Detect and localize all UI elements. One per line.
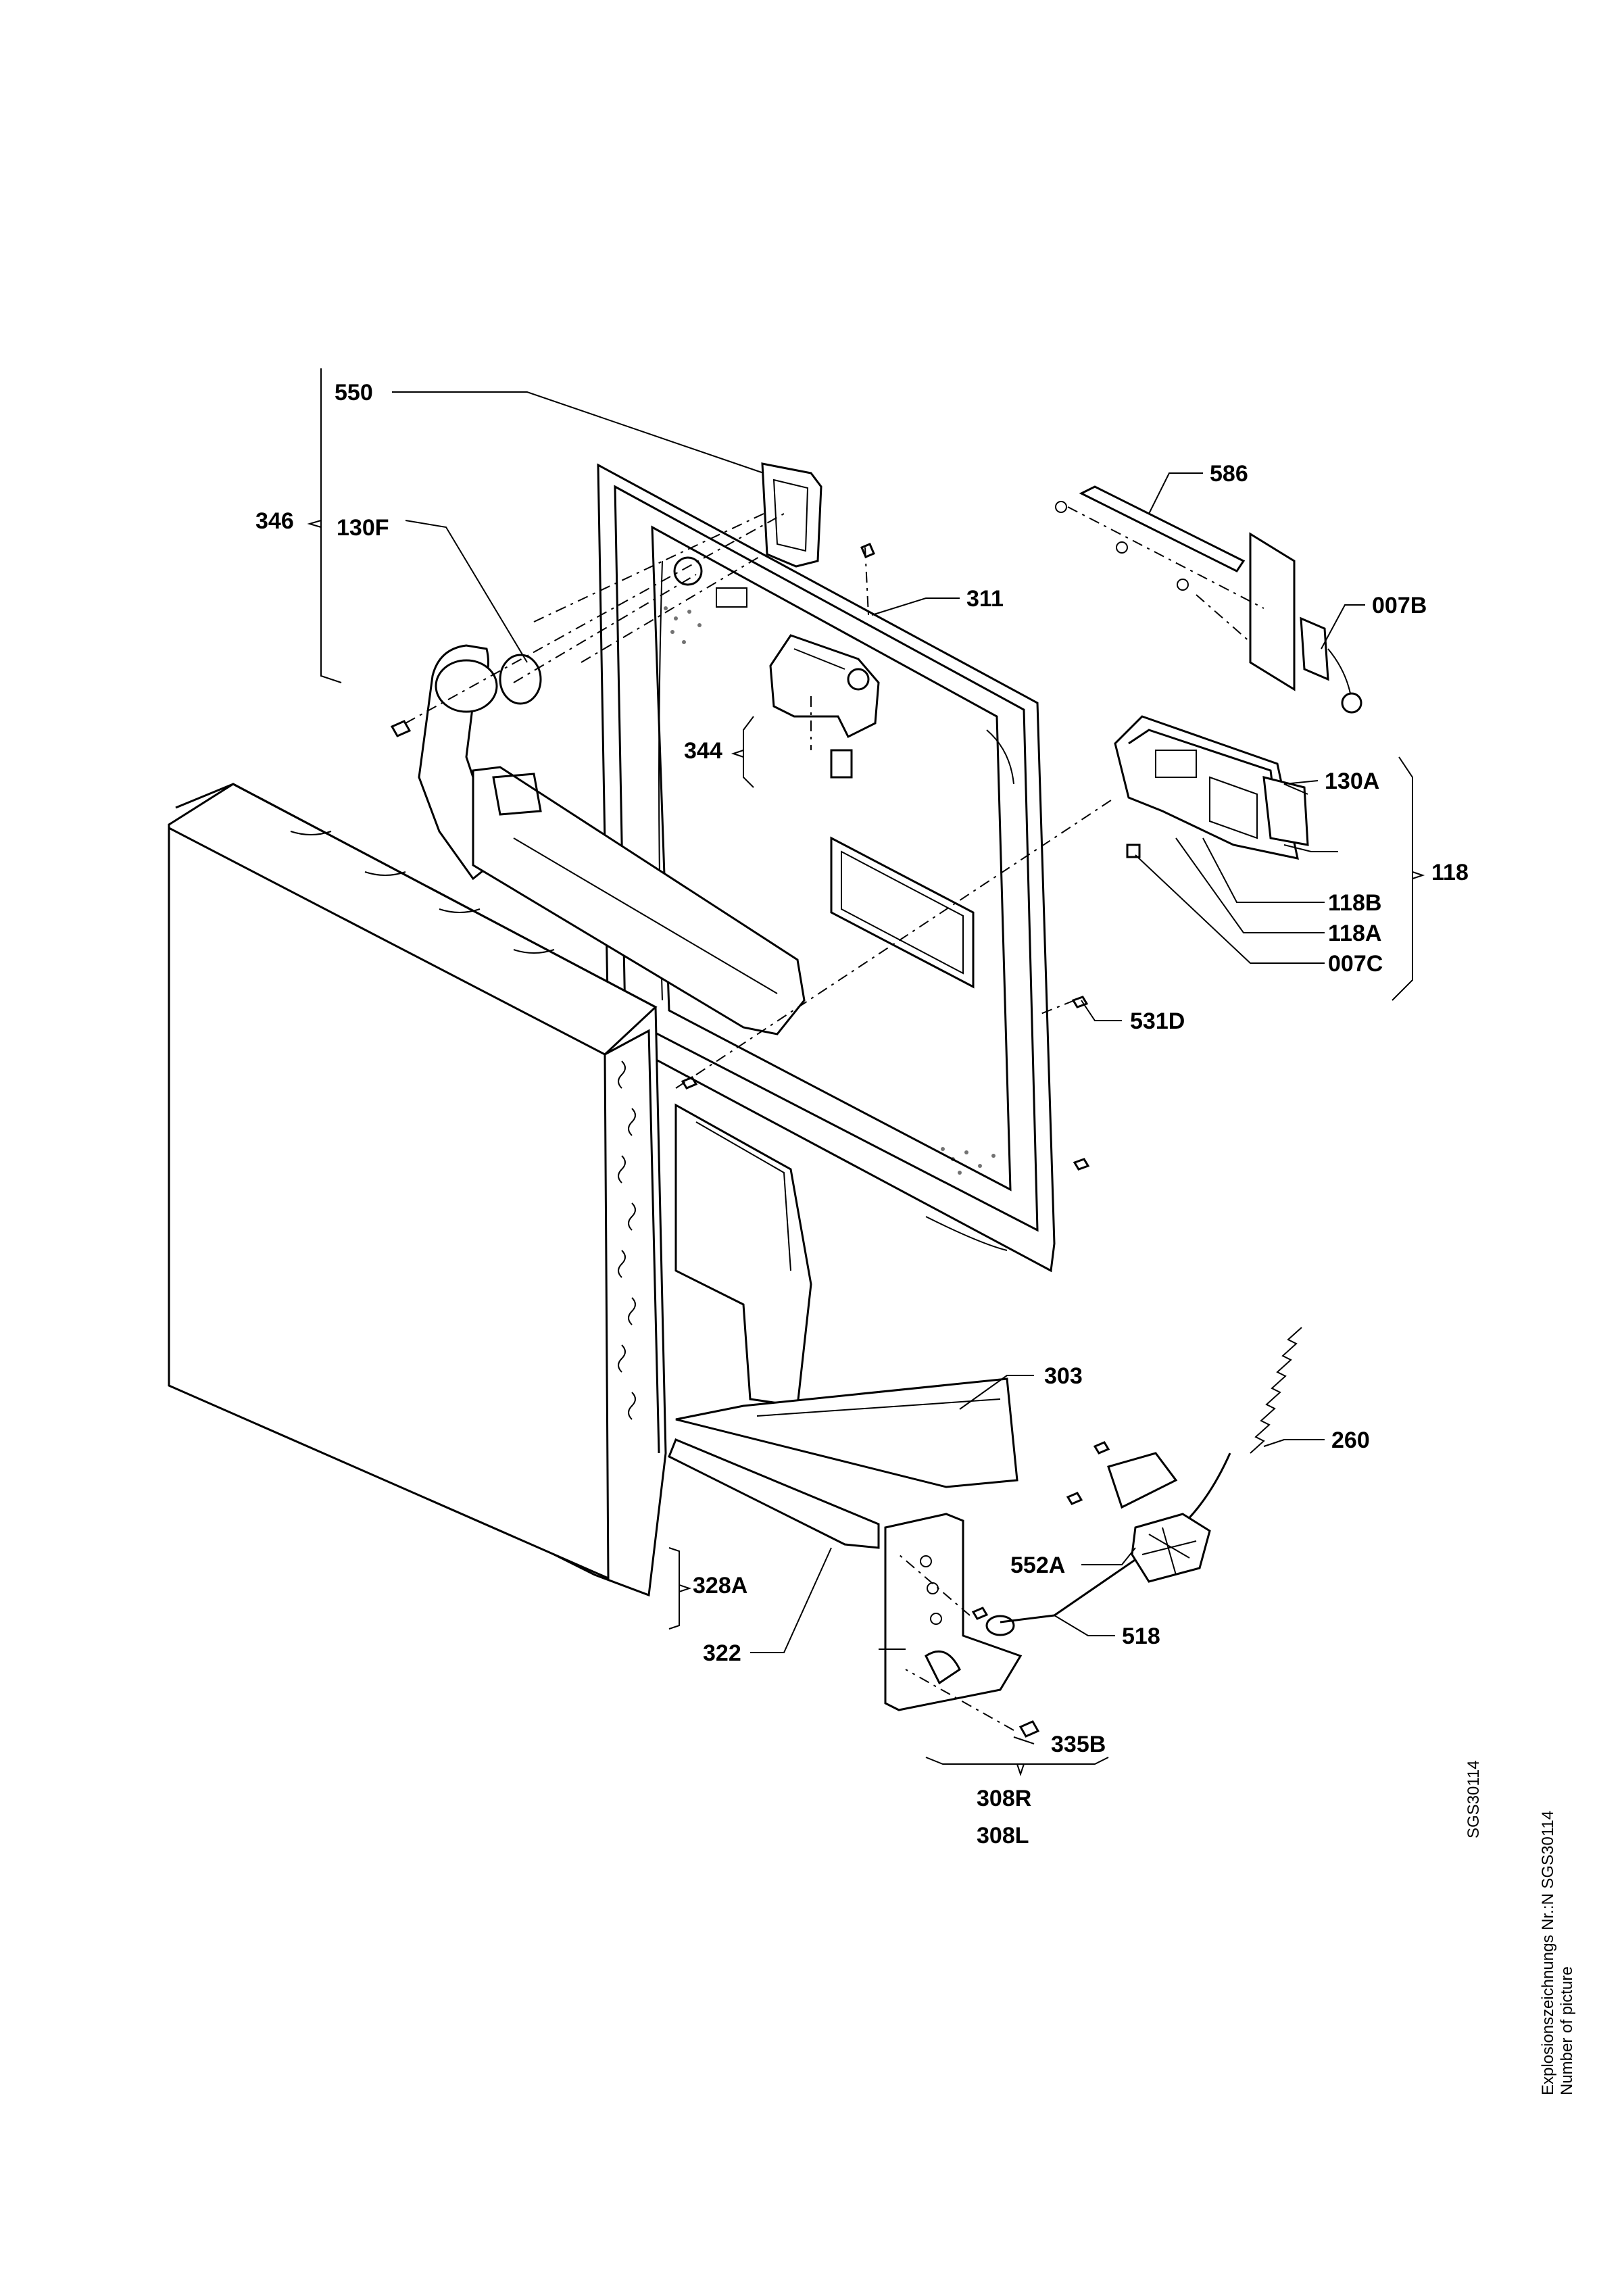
label-308L: 308L <box>977 1823 1029 1849</box>
hinge-308 <box>884 1513 1023 1711</box>
label-552A: 552A <box>1010 1553 1065 1578</box>
outer-door <box>168 783 667 1597</box>
braces <box>307 368 1425 1777</box>
label-311: 311 <box>966 586 1004 612</box>
drawing-caption-line2: Number of picture <box>1558 1966 1576 2095</box>
label-007B: 007B <box>1372 593 1427 618</box>
rail-303 <box>675 1377 1018 1488</box>
side-captions: SGS30114 Explosionszeichnungs Nr.:N SGS3… <box>1465 1760 1576 2095</box>
dispenser-118 <box>1114 715 1309 860</box>
label-586: 586 <box>1210 461 1248 487</box>
label-118: 118 <box>1431 860 1469 885</box>
water-duct <box>418 644 812 1407</box>
rail-322 <box>668 1438 880 1549</box>
label-130A: 130A <box>1325 768 1379 794</box>
label-007C: 007C <box>1328 951 1383 977</box>
label-118A: 118A <box>1328 921 1381 946</box>
label-260: 260 <box>1331 1427 1370 1453</box>
switch-007B <box>1249 532 1362 714</box>
label-118B: 118B <box>1328 890 1381 916</box>
seal-130F <box>499 654 542 705</box>
leader-lines <box>392 391 1365 1744</box>
bracket-586 <box>1055 485 1246 591</box>
label-346: 346 <box>255 508 294 534</box>
label-531D: 531D <box>1130 1008 1185 1034</box>
drawing-caption-line1: Explosionszeichnungs Nr.:N SGS30114 <box>1539 1811 1557 2095</box>
label-322: 322 <box>703 1640 741 1666</box>
part-labels: 550 346 130F 586 311 007B 344 130A 118 1… <box>255 380 1469 1849</box>
label-130F: 130F <box>337 515 389 541</box>
handle-part-550 <box>761 462 822 568</box>
spring-260 <box>1250 1327 1302 1454</box>
label-335B: 335B <box>1051 1732 1106 1757</box>
pulley-552A <box>1107 1452 1211 1583</box>
drawing-code: SGS30114 <box>1465 1760 1483 1838</box>
label-550: 550 <box>335 380 373 406</box>
label-308R: 308R <box>977 1786 1031 1811</box>
dispenser-bracket <box>769 634 880 739</box>
label-303: 303 <box>1044 1363 1083 1389</box>
screws <box>390 543 1110 1738</box>
clip-344 <box>830 749 853 779</box>
label-344: 344 <box>684 738 722 764</box>
inner-door-panel <box>597 463 1056 1273</box>
label-518: 518 <box>1122 1623 1160 1649</box>
label-328A: 328A <box>693 1573 747 1598</box>
alignment-lines <box>405 506 1264 1731</box>
